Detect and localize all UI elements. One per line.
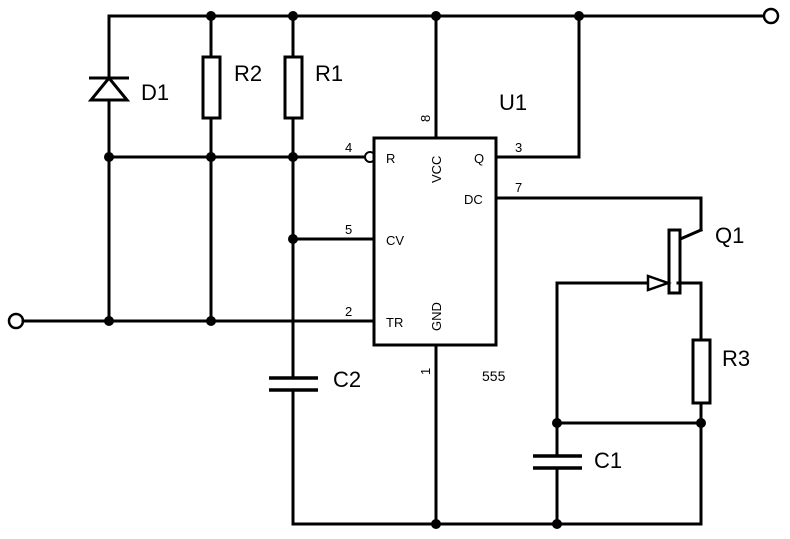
c1-label: C1: [594, 448, 622, 473]
junction-dot: [206, 152, 216, 162]
d1-label: D1: [141, 80, 169, 105]
pin-number-3: 3: [515, 140, 522, 155]
pin-number-1: 1: [418, 368, 433, 375]
resistor-r2: [203, 57, 220, 118]
pin-label-cv: CV: [386, 233, 404, 248]
pin-label-q: Q: [474, 151, 484, 166]
pin-label-dc: DC: [464, 192, 483, 207]
junction-dot: [574, 11, 584, 21]
junction-dot: [431, 519, 441, 529]
pin-number-8: 8: [418, 115, 433, 122]
junction-dot: [552, 418, 562, 428]
junction-dot: [104, 316, 114, 326]
junction-dot: [206, 11, 216, 21]
u1-label: U1: [499, 90, 527, 115]
junction-dot: [696, 418, 706, 428]
pin-label-tr: TR: [386, 315, 403, 330]
pin-number-5: 5: [345, 222, 352, 237]
pin-number-4: 4: [345, 140, 352, 155]
junction-dot: [104, 152, 114, 162]
pin-label-gnd: GND: [429, 302, 444, 331]
pin-number-2: 2: [345, 304, 352, 319]
q1-label: Q1: [715, 223, 744, 248]
junction-dot: [288, 234, 298, 244]
pin-number-7: 7: [515, 180, 522, 195]
diode-d1: [89, 78, 129, 100]
resistor-r3: [693, 340, 710, 403]
q1-gate-arrow: [648, 276, 668, 290]
r2-label: R2: [234, 61, 262, 86]
chip-part-number: 555: [482, 368, 506, 384]
pin-label-vcc: VCC: [429, 156, 444, 183]
left-input-terminal[interactable]: [9, 314, 23, 328]
resistor-r1: [285, 57, 302, 118]
r3-label: R3: [722, 346, 750, 371]
junction-dot: [552, 519, 562, 529]
capacitor-c2: [268, 378, 318, 391]
pin-label-r: R: [386, 151, 395, 166]
junction-dot: [431, 11, 441, 21]
c2-label: C2: [333, 367, 361, 392]
junction-dot: [206, 316, 216, 326]
r1-label: R1: [315, 61, 343, 86]
junction-dot: [288, 152, 298, 162]
capacitor-c1: [532, 456, 582, 469]
junction-dot: [288, 11, 298, 21]
top-right-terminal[interactable]: [764, 9, 778, 23]
